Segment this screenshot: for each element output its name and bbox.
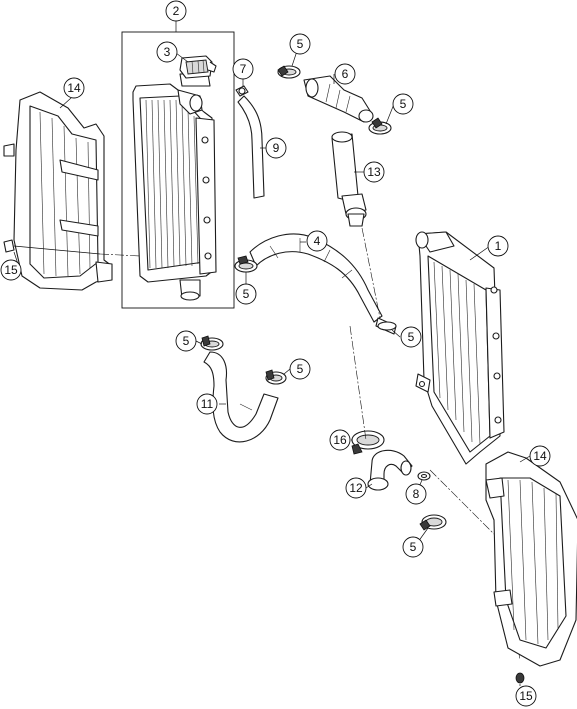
svg-text:5: 5 (297, 362, 304, 376)
assembly-line-center (349, 325, 367, 441)
shroud-screw-right (515, 672, 525, 684)
callout-14-right: 14 (529, 445, 551, 467)
svg-text:15: 15 (4, 263, 18, 277)
svg-text:5: 5 (297, 37, 304, 51)
svg-text:7: 7 (240, 62, 247, 76)
svg-text:8: 8 (413, 487, 420, 501)
svg-text:5: 5 (183, 334, 190, 348)
assembly-line-pipe (361, 227, 381, 319)
hose-clamp-e (200, 335, 224, 351)
svg-text:5: 5 (400, 97, 407, 111)
svg-text:14: 14 (533, 449, 547, 463)
callout-8: 8 (405, 483, 427, 505)
svg-text:5: 5 (243, 287, 250, 301)
callout-3: 3 (156, 41, 178, 63)
callout-5-left-hose: 5 (235, 283, 257, 305)
hose-clamp-d (375, 317, 397, 335)
callout-15-left: 15 (0, 259, 22, 281)
hose-clamp-a (234, 255, 258, 273)
callout-1: 1 (487, 235, 509, 257)
hose-clamp-large (351, 430, 385, 455)
svg-text:12: 12 (349, 481, 363, 495)
svg-text:11: 11 (201, 397, 214, 411)
svg-text:1: 1 (495, 239, 502, 253)
svg-text:15: 15 (519, 689, 533, 703)
svg-text:14: 14 (67, 81, 81, 95)
callout-5-lower-left: 5 (175, 330, 197, 352)
assembly-frame-item-2 (121, 23, 235, 309)
callout-16: 16 (329, 429, 351, 451)
assembly-line-left-screw (99, 253, 141, 257)
callout-5-center: 5 (400, 326, 422, 348)
svg-text:6: 6 (342, 67, 349, 81)
radiator-cap (179, 55, 217, 79)
coolant-hose-lower (203, 351, 279, 443)
callout-11: 11 (196, 393, 218, 415)
svg-text:16: 16 (333, 433, 347, 447)
hose-clamp-c (368, 117, 392, 135)
callout-5-bottom: 5 (402, 536, 424, 558)
hose-clamp-f (265, 369, 287, 385)
callout-7: 7 (232, 58, 254, 80)
svg-text:5: 5 (408, 330, 415, 344)
svg-text:2: 2 (173, 4, 180, 18)
callout-9: 9 (265, 137, 287, 159)
svg-text:5: 5 (410, 540, 417, 554)
svg-text:4: 4 (314, 234, 321, 248)
radiator-shroud-right (485, 451, 577, 667)
hose-clamp-b (277, 65, 301, 79)
radiator-right (415, 231, 505, 465)
coolant-pipe (331, 131, 367, 227)
svg-text:13: 13 (367, 165, 381, 179)
callout-13: 13 (363, 161, 385, 183)
sealing-washer (417, 471, 431, 481)
svg-text:9: 9 (273, 141, 280, 155)
hose-clamp-g (419, 514, 447, 531)
breather-hose (237, 95, 265, 199)
radiator-shroud-left (3, 91, 113, 291)
shroud-screw-left (3, 239, 101, 255)
callout-4: 4 (306, 230, 328, 252)
hose-elbow (367, 449, 413, 491)
radiator-left (132, 73, 217, 301)
svg-text:3: 3 (164, 45, 171, 59)
callout-5-top: 5 (289, 33, 311, 55)
callout-12: 12 (345, 477, 367, 499)
callout-5-upper-right: 5 (392, 93, 414, 115)
callout-2: 2 (165, 0, 187, 22)
callout-5-lower-mid: 5 (289, 358, 311, 380)
hose-connector (303, 75, 374, 123)
callout-6: 6 (334, 63, 356, 85)
small-hose-clamp (235, 85, 249, 97)
callout-15-right: 15 (515, 685, 537, 707)
callout-14-left: 14 (63, 77, 85, 99)
